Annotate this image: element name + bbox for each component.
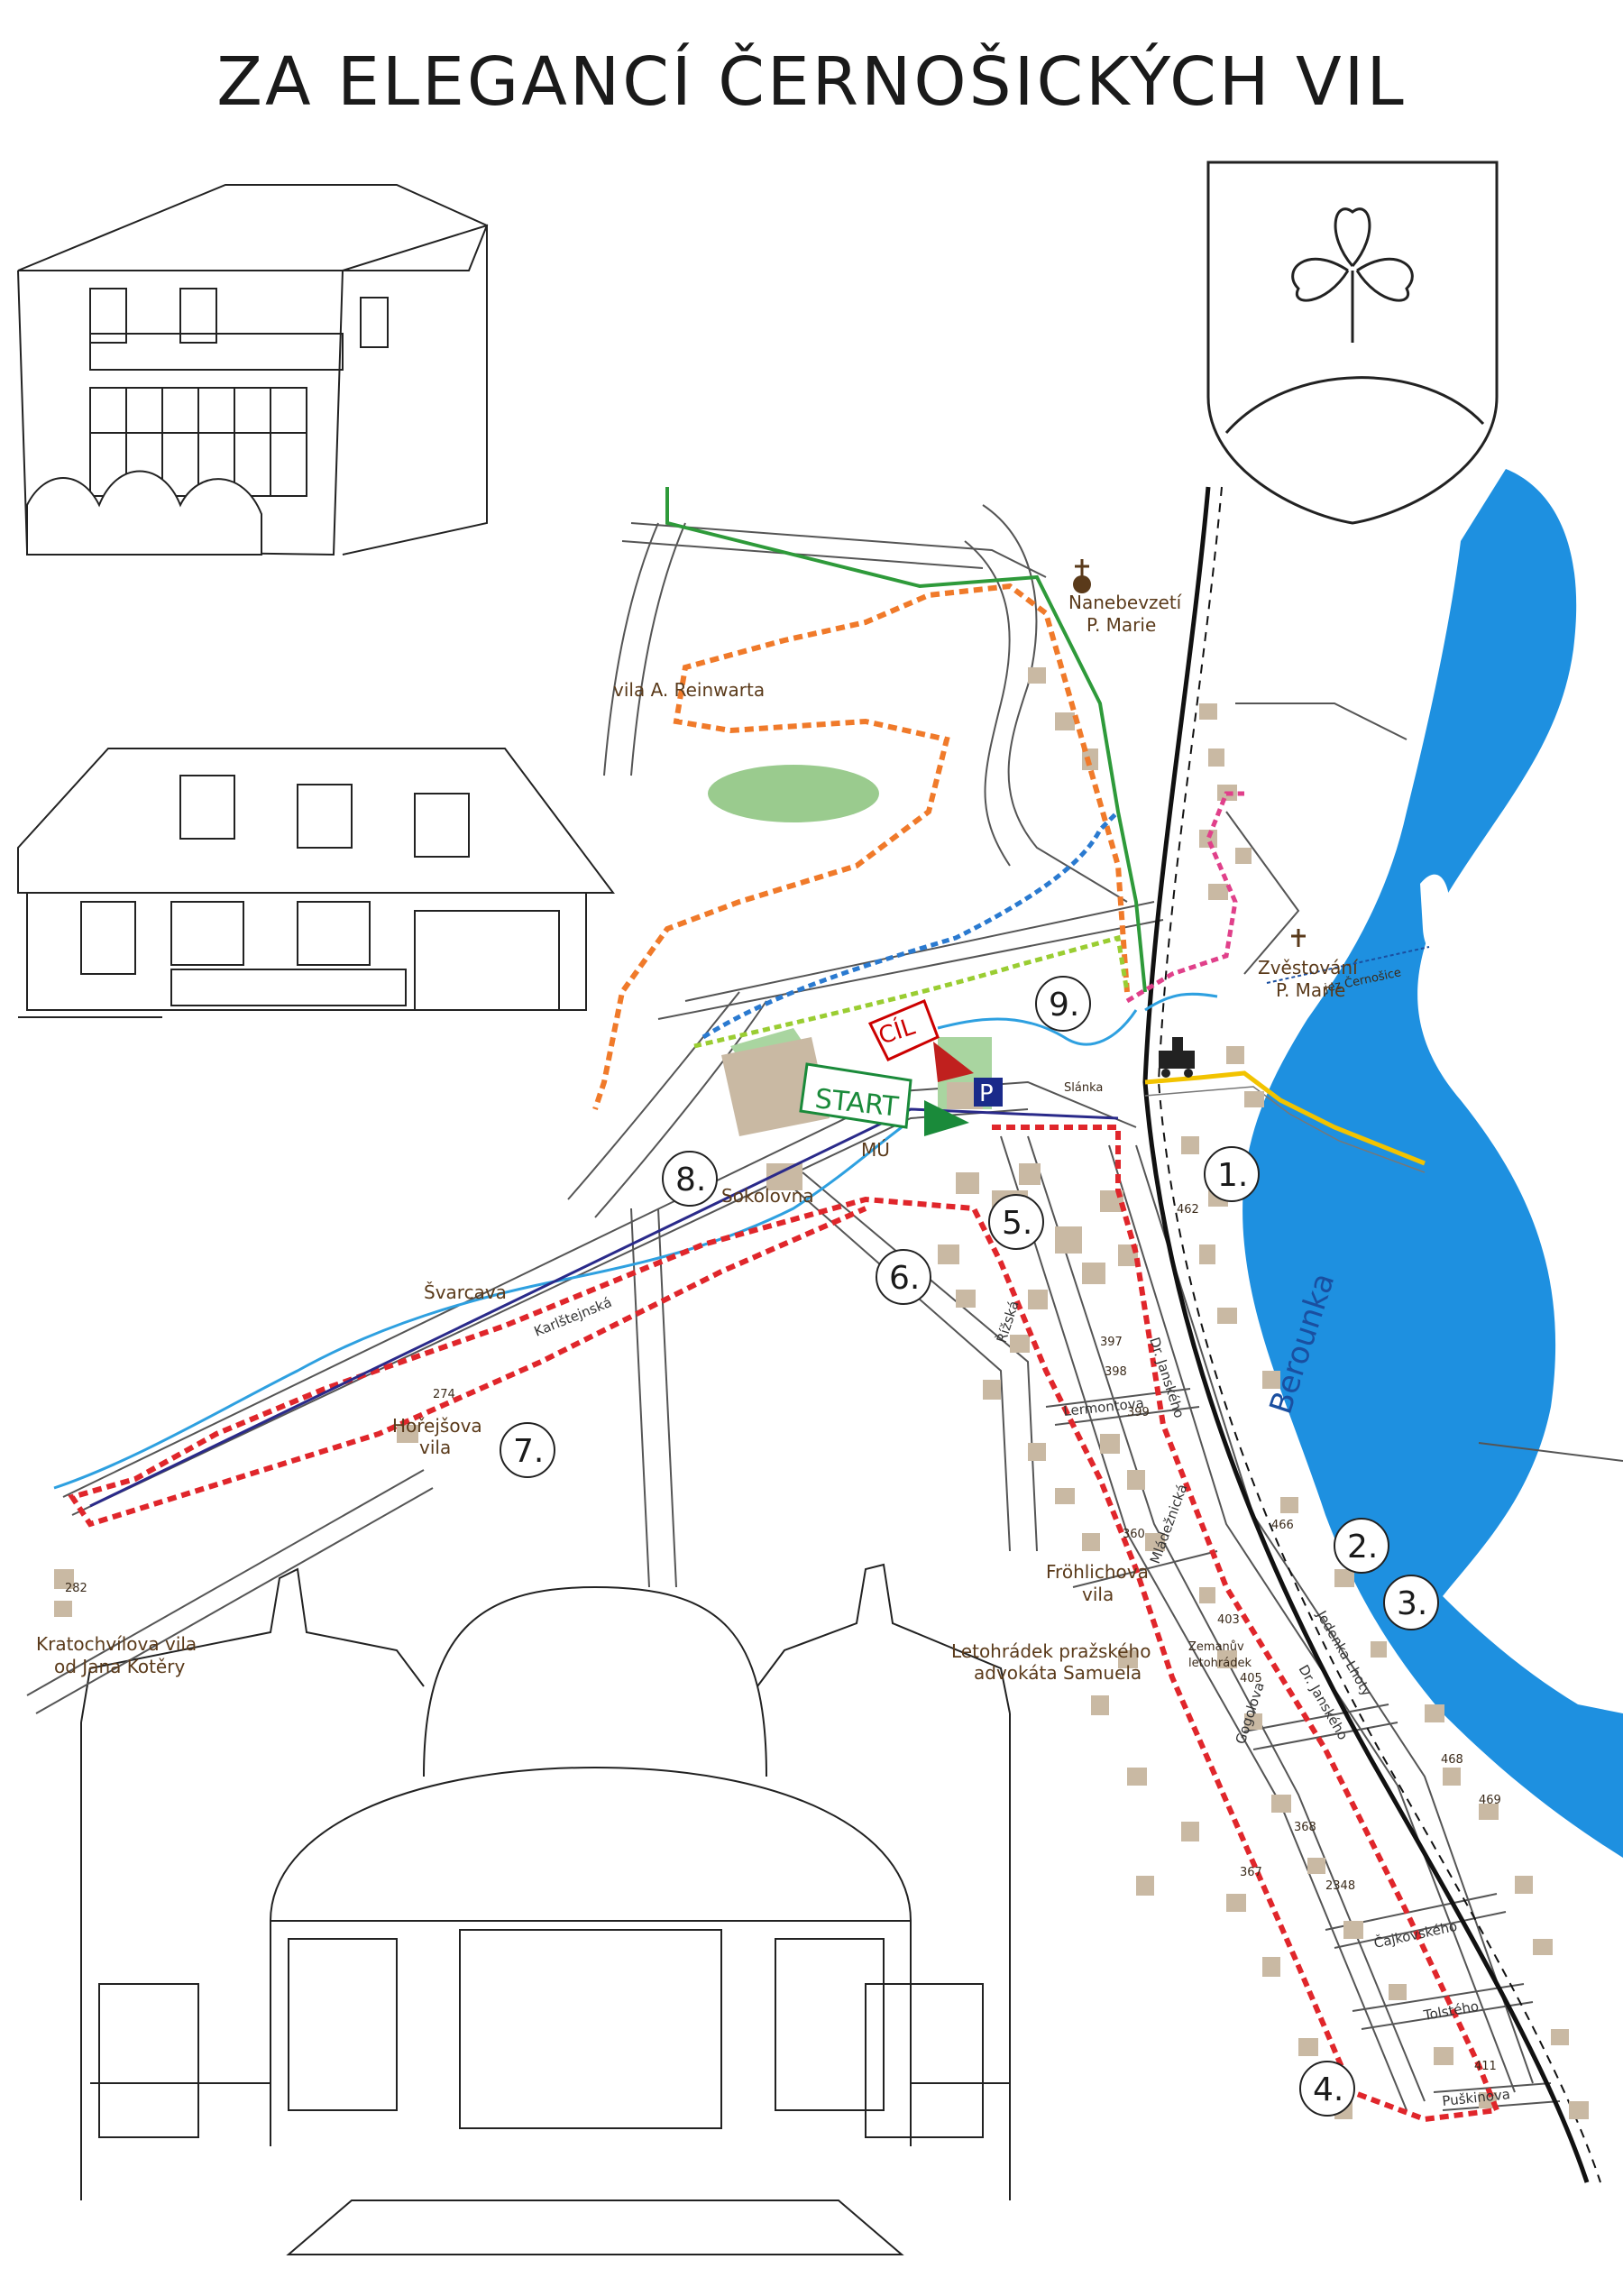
label-zvestovani-1: Zvěstování [1258, 957, 1359, 978]
svg-text:462: 462 [1177, 1203, 1199, 1217]
svg-text:360: 360 [1123, 1528, 1145, 1541]
label-frohlichova-1: Fröhlichova [1046, 1561, 1149, 1583]
villa-sketch-bottom [80, 1563, 1011, 2255]
svg-text:469: 469 [1479, 1794, 1501, 1807]
svg-text:405: 405 [1240, 1672, 1262, 1685]
svg-text:466: 466 [1271, 1519, 1294, 1532]
svg-text:399: 399 [1127, 1406, 1150, 1419]
map-title: ZA ELEGANCÍ ČERNOŠICKÝCH VIL [216, 43, 1407, 121]
label-kratochvilova-2: od Jana Kotěry [54, 1656, 185, 1677]
svg-text:468: 468 [1441, 1753, 1463, 1767]
stop-9: 9. [1035, 976, 1091, 1032]
svg-text:2.: 2. [1347, 1529, 1378, 1566]
street-gogolova: Gogolova [1233, 1680, 1268, 1746]
svg-text:411: 411 [1474, 2060, 1497, 2073]
label-zemanuv-2: letohrádek [1188, 1657, 1252, 1670]
label-kratochvilova-1: Kratochvílova vila [36, 1633, 197, 1655]
railway [1142, 486, 1601, 2183]
stop-2: 2. [1334, 1518, 1389, 1574]
label-letohradek-1: Letohrádek pražského [951, 1640, 1151, 1662]
bridge-road [1144, 1070, 1426, 1166]
trail-blue [701, 810, 1120, 1040]
svg-text:7.: 7. [513, 1433, 544, 1470]
label-horejsova-2: vila [419, 1437, 451, 1458]
svg-text:367: 367 [1240, 1866, 1262, 1879]
svg-text:6.: 6. [889, 1260, 920, 1297]
label-horejsova-1: Hořejšova [392, 1415, 482, 1437]
svg-text:3.: 3. [1397, 1585, 1427, 1622]
parking-sign: P [974, 1078, 1003, 1107]
svg-text:5.: 5. [1002, 1205, 1032, 1242]
pond-park [708, 765, 879, 822]
chapel-icon [1291, 929, 1306, 947]
svg-text:397: 397 [1100, 1336, 1123, 1349]
svg-text:1.: 1. [1217, 1157, 1248, 1194]
label-nanebevzeti-2: P. Marie [1087, 614, 1156, 636]
coat-of-arms [1206, 161, 1499, 525]
trail-lime [693, 934, 1130, 1049]
label-slanka: Slánka [1064, 1081, 1103, 1095]
label-reinwart: vila A. Reinwarta [613, 679, 765, 701]
svg-text:8.: 8. [675, 1162, 706, 1199]
trail-green [665, 487, 1147, 993]
clover-icon [1291, 207, 1414, 343]
label-zemanuv-1: Zemanův [1188, 1640, 1244, 1654]
label-zvestovani-2: P. Marie [1276, 979, 1345, 1001]
stream-svarcava-label: Švarcava [424, 1281, 507, 1303]
river-berounka [1242, 469, 1623, 1858]
label-frohlichova-2: vila [1082, 1584, 1114, 1605]
streams [53, 992, 1218, 1490]
church-icon [1073, 559, 1091, 593]
stop-4: 4. [1299, 2061, 1355, 2117]
stop-5: 5. [988, 1194, 1044, 1250]
train-icon [1159, 1037, 1195, 1078]
finish-marker: CÍL [867, 999, 974, 1082]
road-network [26, 504, 1623, 2111]
stop-6: 6. [876, 1249, 931, 1305]
stop-8: 8. [662, 1151, 718, 1207]
svg-text:9.: 9. [1049, 987, 1079, 1024]
label-letohradek-2: advokáta Samuela [974, 1662, 1142, 1684]
street-cajkovskeho: Čajkovského [1372, 1917, 1459, 1952]
start-marker: START [799, 1062, 969, 1136]
stop-1: 1. [1204, 1146, 1260, 1202]
trail-red [68, 1125, 1501, 2123]
trail-orange [592, 583, 1130, 1110]
trail-pink [1125, 791, 1244, 1004]
house-numbers: 462 397 398 399 274 282 360 403 405 466 … [65, 1203, 1501, 2073]
svg-text:398: 398 [1105, 1365, 1127, 1379]
villa-sketch-top [17, 184, 489, 556]
svg-text:2348: 2348 [1325, 1879, 1355, 1893]
villa-sketch-middle [17, 748, 615, 1018]
street-tolsteho: Tolstého [1422, 1998, 1481, 2025]
svg-text:4.: 4. [1313, 2071, 1343, 2108]
label-nanebevzeti-1: Nanebevzetí [1068, 592, 1183, 613]
svg-text:368: 368 [1294, 1821, 1316, 1834]
svg-text:403: 403 [1217, 1613, 1240, 1627]
stop-3: 3. [1383, 1575, 1439, 1630]
svg-text:P: P [979, 1080, 994, 1107]
label-sokolovna: Sokolovna [721, 1185, 814, 1207]
svg-text:274: 274 [433, 1388, 455, 1401]
label-mu: MÚ [861, 1139, 890, 1161]
stop-7: 7. [500, 1422, 555, 1478]
svg-text:282: 282 [65, 1582, 87, 1595]
